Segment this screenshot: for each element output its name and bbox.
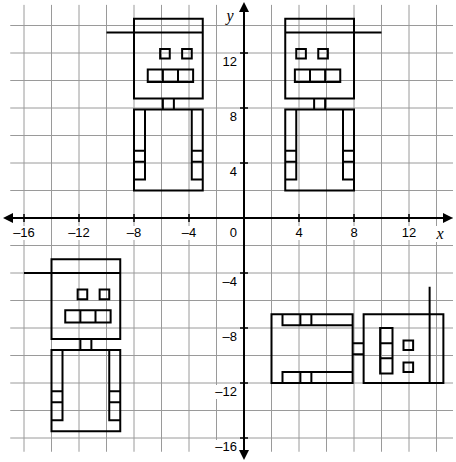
grid-line	[326, 5, 327, 452]
axes	[5, 4, 451, 458]
robot-figures	[24, 19, 443, 432]
axis-name: y	[225, 8, 234, 24]
grid-line	[10, 108, 453, 109]
axis-number: –16	[214, 440, 238, 454]
grid-line	[10, 25, 453, 26]
grid-line	[10, 245, 453, 246]
robot-figure	[272, 287, 444, 383]
axis-number: –4	[181, 226, 197, 240]
tick-mark	[133, 214, 135, 222]
x-axis	[244, 217, 451, 219]
grid-line	[161, 5, 162, 452]
axis-name: x	[435, 226, 444, 242]
tick-mark	[408, 214, 410, 222]
tick-mark	[240, 107, 248, 109]
robot-outline	[24, 259, 120, 431]
tick-mark	[188, 214, 190, 222]
axis-number: –8	[222, 330, 238, 344]
axis-number: –8	[126, 226, 142, 240]
axis-number: 4	[229, 165, 238, 179]
axis-number: –12	[67, 226, 91, 240]
tick-mark	[23, 214, 25, 222]
grid-lines	[10, 5, 453, 452]
grid-line	[381, 5, 382, 452]
y-axis	[243, 218, 245, 458]
tick-mark	[240, 437, 248, 439]
robot-figure	[285, 19, 381, 191]
grid-line	[10, 438, 453, 439]
robot-figure	[24, 259, 120, 431]
tick-mark	[78, 214, 80, 222]
axis-number: –12	[214, 385, 238, 399]
axis-number: 0	[229, 226, 238, 240]
grid-line	[10, 80, 453, 81]
x-axis	[5, 217, 244, 219]
grid-line	[10, 190, 453, 191]
grid-line	[271, 5, 272, 452]
tick-mark	[240, 52, 248, 54]
tick-mark	[240, 162, 248, 164]
axis-number: –16	[12, 226, 36, 240]
grid-line	[10, 410, 453, 411]
grid-line	[10, 135, 453, 136]
tick-mark	[240, 272, 248, 274]
axis-number: 8	[349, 226, 358, 240]
robot-outline	[107, 19, 203, 191]
grid-line	[10, 163, 453, 164]
grid-line	[10, 300, 453, 301]
grid-line	[10, 355, 453, 356]
axis-number: 12	[401, 226, 417, 240]
axis-number: 4	[294, 226, 303, 240]
tick-mark	[240, 327, 248, 329]
robot-outline	[272, 287, 444, 383]
axis-number: –4	[222, 275, 238, 289]
grid-line	[10, 53, 453, 54]
robot-group	[24, 19, 443, 432]
tick-mark	[353, 214, 355, 222]
axis-number: 8	[229, 110, 238, 124]
grid-line	[106, 5, 107, 452]
y-axis	[243, 4, 245, 218]
tick-mark	[240, 382, 248, 384]
robot-figure	[107, 19, 203, 191]
axis-number: 12	[222, 55, 238, 69]
tick-mark	[298, 214, 300, 222]
robot-outline	[285, 19, 381, 191]
